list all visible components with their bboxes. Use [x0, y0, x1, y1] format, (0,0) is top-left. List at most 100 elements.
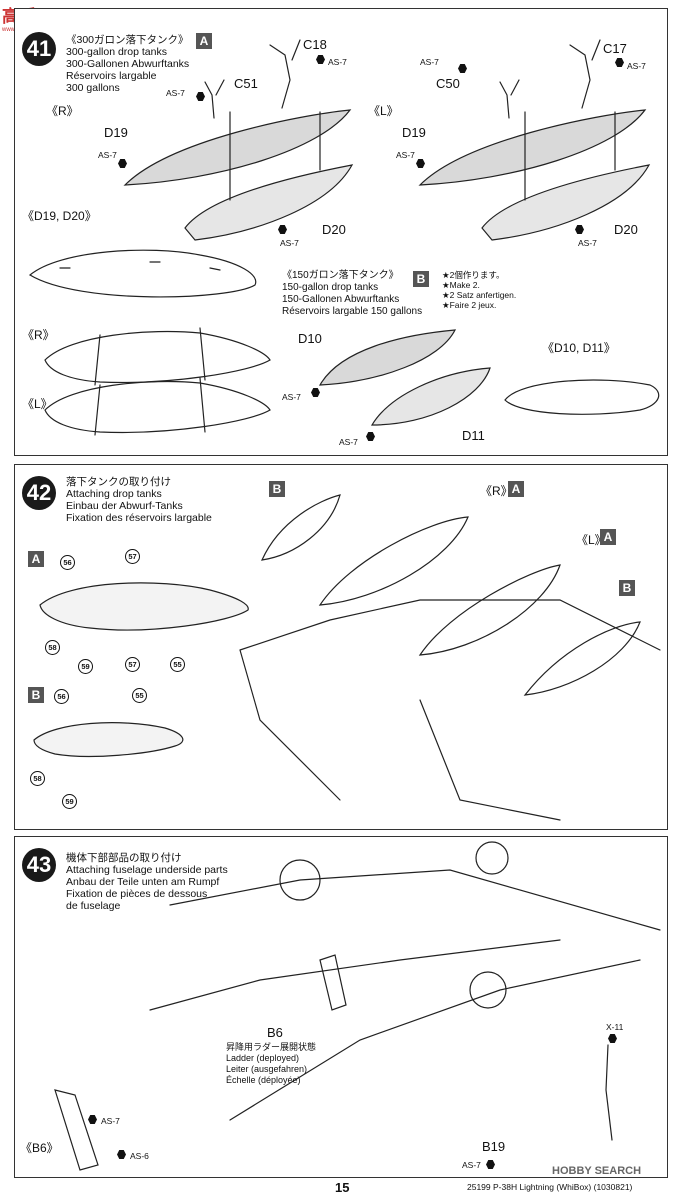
glue-label: AS-7: [282, 392, 301, 402]
tank-view-r: [44, 330, 271, 384]
glue-icon: [88, 1115, 97, 1124]
glue-label: AS-7: [328, 57, 347, 67]
part-x11: X-11: [606, 1022, 624, 1032]
step-42-title: 落下タンクの取り付け Attaching drop tanks Einbau d…: [66, 476, 212, 524]
ladder-detail: [54, 1089, 99, 1171]
glue-icon: [196, 92, 205, 101]
pylon-c50: [499, 79, 520, 119]
drop-tank-b-left: [260, 494, 341, 561]
glue-icon: [615, 58, 624, 67]
aircraft-underside-43: [149, 869, 661, 1121]
step-42-box-a: A: [28, 551, 44, 567]
glue-label: AS-7: [462, 1160, 481, 1170]
step-41-box-b: B: [413, 271, 429, 287]
view-r2-label: 《R》: [22, 328, 55, 342]
glue-icon: [316, 55, 325, 64]
landing-wheel: [475, 841, 509, 875]
part-d20: D20: [322, 222, 346, 237]
part-d20-l: D20: [614, 222, 638, 237]
tag-b-left: B: [269, 481, 285, 497]
decal-callout: 56: [60, 555, 75, 570]
pylon-c51: [204, 79, 225, 119]
drop-tank-l: [418, 564, 561, 656]
decal-callout: 55: [170, 657, 185, 672]
part-d10: D10: [298, 331, 322, 346]
step-42-number: 42: [22, 476, 56, 510]
part-d19: D19: [104, 125, 128, 140]
landing-wheel: [279, 859, 321, 901]
landing-wheel: [469, 971, 507, 1009]
step-42-panel: [14, 464, 668, 830]
glue-label: AS-7: [396, 150, 415, 160]
decal-callout: 59: [78, 659, 93, 674]
tank-upper-half-r: [123, 109, 352, 186]
product-code: 25199 P-38H Lightning (WhiBox) (1030821): [467, 1182, 633, 1192]
glue-icon: [278, 225, 287, 234]
glue-label: AS-6: [130, 1151, 149, 1161]
glue-label: AS-7: [627, 61, 646, 71]
detail-b6: 《B6》: [20, 1141, 59, 1155]
glue-icon: [366, 432, 375, 441]
glue-icon: [575, 225, 584, 234]
part-d11: D11: [462, 428, 485, 443]
b6-note: 昇降用ラダー展開状態 Ladder (deployed) Leiter (aus…: [226, 1042, 317, 1085]
part-b6: B6: [267, 1025, 283, 1040]
step-43-title: 機体下部部品の取り付け Attaching fuselage underside…: [66, 852, 228, 912]
drop-tank-r: [318, 516, 469, 606]
ladder-b6: [319, 954, 347, 1011]
tank-d10: [318, 329, 457, 386]
decal-callout: 56: [54, 689, 69, 704]
tank-lower-half-r: [184, 164, 354, 241]
glue-label: AS-7: [280, 238, 299, 248]
tag-r: 《R》: [480, 484, 513, 498]
tank-lower-half-l: [481, 164, 651, 241]
glue-icon: [486, 1160, 495, 1169]
glue-icon: [117, 1150, 126, 1159]
tag-b-right: B: [619, 580, 635, 596]
part-c50: C50: [436, 76, 460, 91]
decal-callout: 57: [125, 657, 140, 672]
decal-callout: 55: [132, 688, 147, 703]
watermark-hobby-search: HOBBY SEARCH: [552, 1165, 642, 1177]
part-d19-l: D19: [402, 125, 426, 140]
tank-section-d10-d11: [504, 379, 660, 415]
step-41-sub-title: 《150ガロン落下タンク》 150-gallon drop tanks 150-…: [282, 270, 423, 317]
glue-label: AS-7: [166, 88, 185, 98]
glue-icon: [458, 64, 467, 73]
tank-view-l: [44, 380, 271, 434]
tag-l: 《L》: [576, 533, 607, 547]
view-l-label: 《L》: [368, 104, 399, 118]
decal-callout: 58: [45, 640, 60, 655]
tank-upper-half-l: [418, 109, 647, 186]
pylon-c17: [569, 39, 601, 109]
tank-plan-b: [33, 722, 184, 758]
part-c51: C51: [234, 76, 258, 91]
pylon-c18: [269, 39, 301, 109]
decal-callout: 58: [30, 771, 45, 786]
tank-d11: [370, 367, 491, 426]
decal-callout: 57: [125, 549, 140, 564]
part-b19: B19: [482, 1139, 506, 1154]
glue-label: AS-7: [98, 150, 117, 160]
glue-icon: [416, 159, 425, 168]
step-42-box-b: B: [28, 687, 44, 703]
tank-section-d19-d20: [28, 249, 257, 298]
aircraft-wing-42: [239, 599, 661, 821]
step-43-number: 43: [22, 848, 56, 882]
glue-label: AS-7: [101, 1116, 120, 1126]
step-41-number: 41: [22, 32, 56, 66]
glue-label: AS-7: [578, 238, 597, 248]
glue-label: AS-7: [339, 437, 358, 447]
view-l2-label: 《L》: [22, 397, 53, 411]
decal-callout: 59: [62, 794, 77, 809]
section-d19-d20: 《D19, D20》: [22, 209, 97, 223]
glue-icon: [118, 159, 127, 168]
glue-icon: [311, 388, 320, 397]
view-r-label: 《R》: [46, 104, 79, 118]
tank-plan-a: [39, 582, 249, 631]
step-41-title: 《300ガロン落下タンク》 300-gallon drop tanks 300-…: [66, 34, 190, 94]
section-d10-d11: 《D10, D11》: [542, 341, 616, 355]
drop-tank-b-right: [523, 621, 641, 696]
tag-r-a: A: [508, 481, 524, 497]
